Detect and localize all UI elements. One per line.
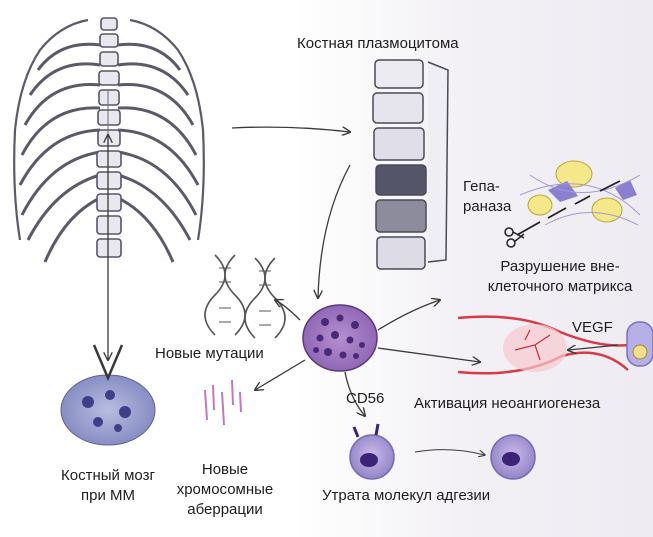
- heparanase-label-line1: Гепа-: [463, 177, 500, 196]
- cd56-label: CD56: [346, 389, 384, 408]
- dna-helix-illustration: [205, 255, 285, 338]
- cd56-cell-illustration: [350, 424, 394, 479]
- ecm-destruction-label-line1: Разрушение вне-: [470, 257, 650, 276]
- scissors-icon: [505, 228, 524, 247]
- bone-marrow-label-line1: Костный мозг: [43, 466, 173, 485]
- adhesion-loss-label: Утрата молекул адгезии: [322, 486, 490, 505]
- aberrations-label-line2: хромосомные: [175, 480, 275, 499]
- cell-without-adhesion-illustration: [491, 435, 535, 479]
- bone-marrow-label-line2: при ММ: [43, 486, 173, 505]
- extracellular-matrix-illustration: [505, 161, 640, 247]
- myeloma-cell-cluster: [303, 305, 377, 371]
- bone-marrow-illustration: [61, 375, 155, 445]
- angiogenesis-label: Активация неоангиогенеза: [414, 394, 600, 413]
- heparanase-label-line2: раназа: [463, 197, 511, 216]
- ecm-destruction-label-line2: клеточного матрикса: [470, 277, 650, 296]
- plasmacytoma-label: Костная плазмоцитома: [297, 34, 459, 53]
- chromosome-aberrations-illustration: [205, 380, 241, 425]
- spine-illustration: [373, 60, 448, 269]
- new-mutations-label: Новые мутации: [155, 344, 264, 363]
- vegf-cell-illustration: [627, 322, 653, 366]
- aberrations-label-line1: Новые: [175, 460, 275, 479]
- aberrations-label-line3: аберрации: [175, 500, 275, 519]
- rib-cage-illustration: [14, 18, 204, 262]
- vegf-label: VEGF: [572, 318, 613, 337]
